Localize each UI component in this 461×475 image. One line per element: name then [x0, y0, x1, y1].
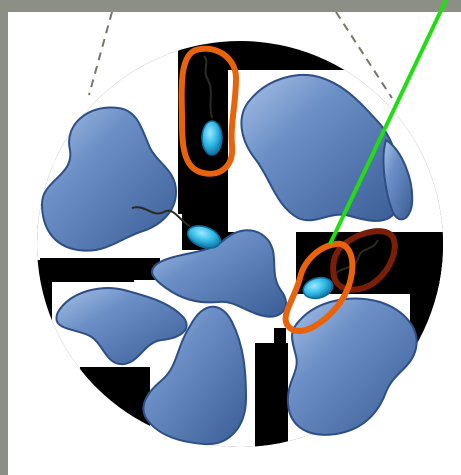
flagellum-middle: [131, 206, 191, 227]
cell-bottom-right: [286, 297, 418, 436]
guide-line-right: [335, 11, 393, 99]
bacterium-right: [302, 239, 379, 300]
bacterium-top-body: [201, 120, 223, 156]
orange-outline-top: [178, 45, 240, 177]
flagellum-top: [203, 55, 213, 119]
bacterium-right-body: [302, 276, 334, 300]
flagellum-right: [333, 239, 379, 277]
cell-lower-left: [55, 287, 188, 366]
pointer-line: [328, 0, 448, 245]
cell-bottom-center: [142, 305, 248, 446]
bacterium-middle-body: [186, 225, 222, 249]
bacterium-middle: [131, 206, 222, 249]
guide-line-left: [88, 11, 113, 96]
orange-outline-right: [282, 240, 356, 335]
bacterium-top: [201, 55, 223, 156]
cell-center: [151, 229, 287, 318]
cell-top-left: [40, 106, 178, 252]
cell-right-edge: [382, 138, 414, 221]
darkred-outline-right: [330, 228, 398, 293]
